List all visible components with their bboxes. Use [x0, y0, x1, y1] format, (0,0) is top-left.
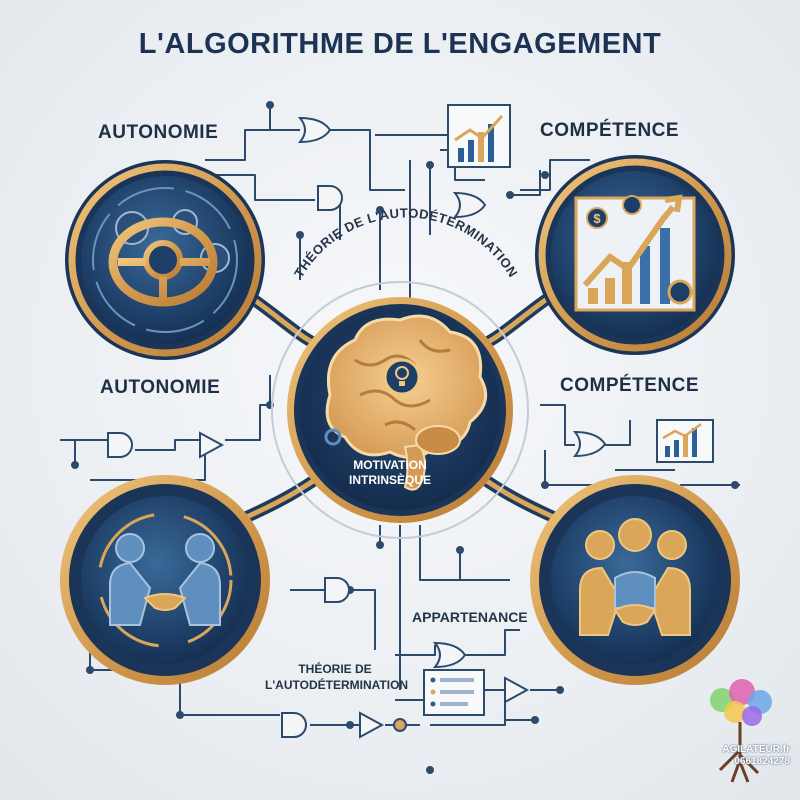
label-motivation-line2: INTRINSÈQUE [348, 473, 431, 487]
autonomie-circle-bottom [60, 475, 270, 685]
motivation-hub [271, 281, 529, 539]
appartenance-circle [530, 475, 740, 685]
lightbulb-icon [383, 358, 421, 396]
brand-signature: AGILATEUR.fr 0661824278 [722, 744, 790, 768]
steering-wheel-icon [108, 217, 218, 307]
circuit-nodes [71, 101, 739, 774]
label-autonomie-top: AUTONOMIE [98, 122, 219, 143]
svg-text:$: $ [593, 211, 601, 226]
tree-brain-logo-icon [710, 679, 772, 783]
label-motivation: MOTIVATION INTRINSÈQUE [320, 458, 460, 488]
mini-chart-icon [656, 419, 714, 463]
autonomie-circle-top [65, 160, 265, 360]
label-competence-top: COMPÉTENCE [540, 120, 680, 141]
handshake-icon [109, 533, 221, 626]
mini-list-icon [423, 669, 485, 716]
label-competence-mid: COMPÉTENCE [560, 375, 700, 396]
label-autonomie-mid: AUTONOMIE [100, 377, 221, 398]
label-theory-bottom-line2: L'AUTODÉTERMINATION [265, 678, 409, 692]
brand-name: AGILATEUR.fr [722, 744, 790, 755]
gear-icon [324, 428, 342, 446]
page-title: L'ALGORITHME DE L'ENGAGEMENT [138, 28, 662, 60]
label-theory-bottom-line1: THÉORIE DE [298, 662, 372, 676]
label-motivation-line1: MOTIVATION [353, 458, 427, 472]
competence-circle-top: $ [535, 155, 735, 355]
mini-chart-icon [447, 104, 511, 168]
brand-phone: 0661824278 [734, 756, 790, 767]
arc-label: THÉORIE DE L'AUTODÉTERMINATION [291, 205, 521, 280]
gear-icon [667, 279, 693, 305]
growth-chart-icon: $ [574, 194, 696, 312]
label-theory-bottom: THÉORIE DE L'AUTODÉTERMINATION [265, 661, 409, 693]
label-appartenance: APPARTENANCE [412, 609, 528, 625]
team-icon [579, 518, 691, 636]
